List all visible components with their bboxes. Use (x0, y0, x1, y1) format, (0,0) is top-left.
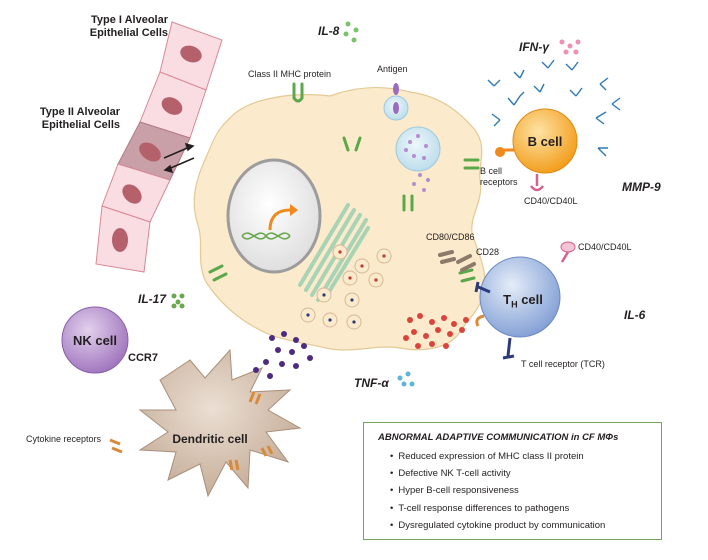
cd28-label: CD28 (476, 247, 500, 257)
nk-cell-label: NK cell (72, 333, 118, 348)
antigen-label: Antigen (377, 64, 408, 74)
legend-title: ABNORMAL ADAPTIVE COMMUNICATION in CF MΦ… (378, 432, 619, 443)
antigen-receptor-top (393, 83, 399, 95)
transcription-arrowhead-icon (290, 204, 298, 216)
il8-dots (343, 21, 359, 43)
legend-list: Reduced expression of MHC class II prote… (390, 448, 605, 534)
b-cell-label: B cell (527, 134, 563, 149)
ifn-dots (559, 39, 581, 55)
legend-box: ABNORMAL ADAPTIVE COMMUNICATION in CF MΦ… (363, 422, 662, 540)
cd28-receptor (438, 250, 476, 272)
tcr-label: T cell receptor (TCR) (521, 359, 605, 369)
dna-helix (241, 232, 291, 240)
cd80-86-label: CD80/CD86 (426, 232, 475, 242)
tnf-dots (397, 371, 415, 387)
antigen-vesicle-large (395, 126, 441, 172)
dendritic-cell-label: Dendritic cell (172, 432, 248, 446)
epithelial-column (95, 21, 223, 273)
ifn-label: IFN-γ (519, 40, 549, 54)
legend-item: T-cell response differences to pathogens (390, 500, 605, 517)
antigen-fragments (412, 173, 430, 192)
th-cell (474, 241, 576, 360)
legend-item: Reduced expression of MHC class II prote… (390, 448, 605, 465)
b-cell (487, 59, 621, 192)
purple-cytokine-stream (253, 331, 313, 379)
mmp9-label: MMP-9 (622, 180, 661, 194)
il17-dots (171, 293, 185, 309)
class2-mhc-label: Class II MHC protein (248, 69, 332, 79)
cytokine-receptors-label: Cytokine receptors (26, 434, 102, 444)
ccr7-label: CCR7 (128, 352, 158, 364)
transcription-arrow-icon (268, 208, 291, 231)
exchange-arrows-icon (163, 142, 195, 174)
th-cell-label: TH cell (503, 292, 543, 310)
tnf-label: TNF-α (354, 376, 389, 390)
legend-item: Defective NK T-cell activity (390, 465, 605, 482)
il6-label: IL-6 (624, 308, 646, 322)
legend-item: Hyper B-cell responsiveness (390, 482, 605, 499)
lysosome-granules (300, 244, 392, 330)
cd40-t-label: CD40/CD40L (578, 242, 632, 252)
nk-cell (61, 306, 129, 374)
il8-label: IL-8 (318, 24, 340, 38)
mhc-receptors (208, 82, 480, 283)
golgi-apparatus (298, 203, 370, 302)
antigen-vesicle-top (383, 95, 409, 121)
legend-item: Dysregulated cytokine product by communi… (390, 517, 605, 534)
red-cytokine-stream (403, 313, 469, 349)
dendritic-cell (138, 348, 302, 498)
cytokine-receptors (109, 391, 274, 471)
il17-label: IL-17 (138, 292, 167, 306)
cd40-b-label: CD40/CD40L (524, 196, 578, 206)
